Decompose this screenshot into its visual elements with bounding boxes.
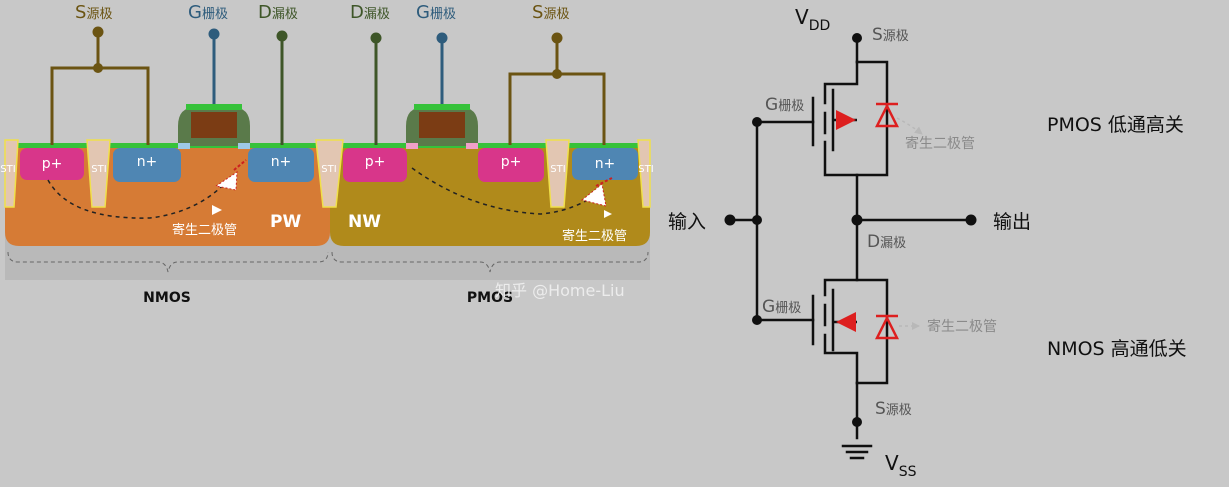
- nmos-gate-terminal: [208, 28, 220, 40]
- pmos-ldd-right: [466, 143, 478, 149]
- pmos-gate-node: [752, 117, 762, 127]
- nmos-gate-stack: [178, 104, 250, 149]
- pmos-gate-stack: [406, 104, 478, 149]
- pmos-gate-label: G栅极: [416, 2, 456, 23]
- pmos-source-label: S源极: [532, 2, 569, 23]
- pmos-diode-pointer-arrow: [896, 117, 923, 135]
- pmos-n-plus-label: n+: [595, 156, 616, 172]
- sti-5: [637, 139, 651, 208]
- pmos-cross-section-diode: [580, 177, 613, 207]
- nmos-gate-label: G栅极: [188, 2, 228, 23]
- drain-label: D漏极: [867, 232, 906, 252]
- pmos-caption: PMOS: [467, 290, 513, 306]
- watermark: 知乎 @Home-Liu: [495, 281, 625, 300]
- nmos-diode-label: 寄生二极管: [927, 318, 997, 335]
- nmos-n-plus-left-region: [113, 148, 181, 182]
- cmos-cross-section: S源极 G栅极 D漏极 D漏极 G栅极 S源极 p+ n+ n+ p+ p+ n…: [0, 2, 653, 306]
- nmos-source-node: [93, 63, 103, 73]
- nmos-gate-oxide: [186, 104, 242, 110]
- pmos-gate-terminal: [436, 32, 448, 44]
- output-label: 输出: [993, 211, 1031, 233]
- pmos-n-plus-region: [572, 148, 638, 180]
- nmos-caption: NMOS: [143, 290, 191, 306]
- n-well: [330, 145, 650, 246]
- nmos-diode-pointer: [212, 205, 222, 215]
- pmos-ldd-left: [406, 143, 418, 149]
- gate-junction-node: [752, 215, 762, 225]
- pmos-circuit-diode: [874, 102, 900, 128]
- pmos-gate-oxide: [414, 104, 470, 110]
- pmos-gate-label: G栅极: [765, 95, 804, 115]
- nmos-ldd-left: [178, 143, 190, 149]
- drain-junction-node: [851, 214, 863, 226]
- sti-label-5: STI: [638, 164, 653, 175]
- nmos-drain-label: D漏极: [258, 2, 298, 23]
- nmos-source-terminal: [92, 26, 104, 38]
- pmos-description: PMOS 低通高关: [1047, 114, 1184, 136]
- sti-2: [86, 139, 111, 208]
- sti-label-3: STI: [321, 164, 336, 175]
- pmos-channel-arrow: [836, 110, 856, 130]
- pmos-diode-current-path: [411, 167, 599, 215]
- pmos-p-plus-left-label: p+: [365, 154, 386, 170]
- pmos-diode-label: 寄生二极管: [562, 228, 627, 244]
- pmos-p-plus-right-region: [478, 148, 544, 182]
- nmos-n-plus-right-region: [248, 148, 314, 182]
- sti-1: [4, 139, 19, 208]
- input-label: 输入: [668, 211, 706, 233]
- nmos-p-plus-label: p+: [42, 156, 63, 172]
- pmos-source-label: S源极: [872, 25, 909, 45]
- nmos-diode-current-path: [47, 177, 231, 219]
- nmos-circuit-diode: [874, 314, 900, 340]
- nmos-drain-terminal: [276, 30, 288, 42]
- nmos-ldd-right: [238, 143, 250, 149]
- pmos-gate-poly: [419, 112, 465, 138]
- output-terminal: [965, 214, 977, 226]
- nmos-channel-arrow: [836, 312, 856, 332]
- nmos-gate-node: [752, 315, 762, 325]
- nmos-brace: [7, 251, 329, 273]
- vdd-label: VDD: [795, 5, 830, 34]
- pmos-source-terminal: [551, 32, 563, 44]
- nmos-cross-section-diode: [214, 159, 247, 191]
- nmos-n-plus-left-label: n+: [137, 154, 158, 170]
- vdd-terminal: [852, 33, 862, 43]
- pmos-drain-label: D漏极: [350, 2, 390, 23]
- pmos-source-node: [552, 69, 562, 79]
- sti-label-1: STI: [0, 164, 15, 175]
- nmos-p-plus-region: [20, 148, 84, 180]
- pmos-drain-terminal: [370, 32, 382, 44]
- nmos-source-wire: [50, 34, 150, 145]
- vss-label: VSS: [885, 451, 917, 480]
- pmos-diode-pointer: [604, 210, 612, 218]
- pmos-brace: [331, 251, 649, 273]
- n-well-label: NW: [348, 212, 381, 232]
- sti-4: [545, 139, 570, 208]
- vss-node: [852, 417, 862, 427]
- pmos-diode-label: 寄生二极管: [905, 135, 975, 152]
- pmos-source-wire: [508, 40, 606, 145]
- sti-3: [315, 139, 344, 208]
- input-terminal: [724, 214, 736, 226]
- nmos-n-plus-right-label: n+: [271, 154, 292, 170]
- pmos-p-plus-right-label: p+: [501, 154, 522, 170]
- nmos-diode-label: 寄生二极管: [172, 222, 237, 238]
- nmos-source-label: S源极: [75, 2, 112, 23]
- sti-label-4: STI: [550, 164, 565, 175]
- nmos-gate-poly: [191, 112, 237, 138]
- p-well-label: PW: [270, 212, 301, 232]
- sti-label-2: STI: [91, 164, 106, 175]
- nmos-description: NMOS 高通低关: [1047, 338, 1187, 360]
- nmos-source-label: S源极: [875, 399, 912, 419]
- sti-trenches: [4, 139, 651, 208]
- pmos-p-plus-left-region: [343, 148, 407, 182]
- nmos-gate-label: G栅极: [762, 297, 801, 317]
